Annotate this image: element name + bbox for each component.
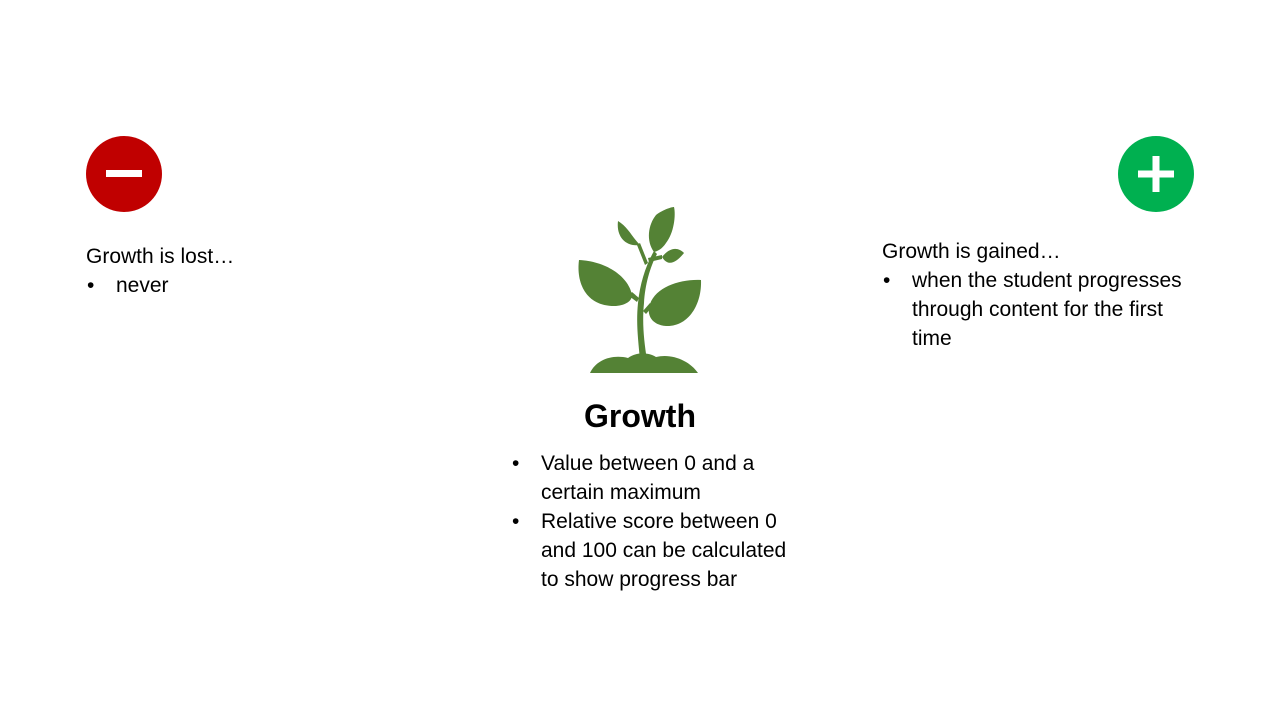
growth-description-list: Value between 0 and a certain maximum Re… [511, 449, 791, 594]
growth-description-block: Value between 0 and a certain maximum Re… [511, 449, 791, 594]
growth-gained-list: when the student progresses through cont… [882, 266, 1202, 353]
plus-circle-icon [1118, 136, 1194, 212]
growth-lost-list: never [86, 271, 346, 300]
list-item: never [86, 271, 346, 300]
growth-gained-block: Growth is gained… when the student progr… [882, 237, 1202, 353]
list-item: Relative score between 0 and 100 can be … [511, 507, 791, 594]
growth-title: Growth [584, 398, 696, 434]
growth-gained-title: Growth is gained… [882, 240, 1061, 263]
plant-sprout-icon [576, 203, 704, 375]
growth-lost-title: Growth is lost… [86, 245, 235, 268]
list-item: when the student progresses through cont… [882, 266, 1202, 353]
minus-circle-icon [86, 136, 162, 212]
growth-lost-block: Growth is lost… never [86, 242, 346, 300]
list-item: Value between 0 and a certain maximum [511, 449, 791, 507]
